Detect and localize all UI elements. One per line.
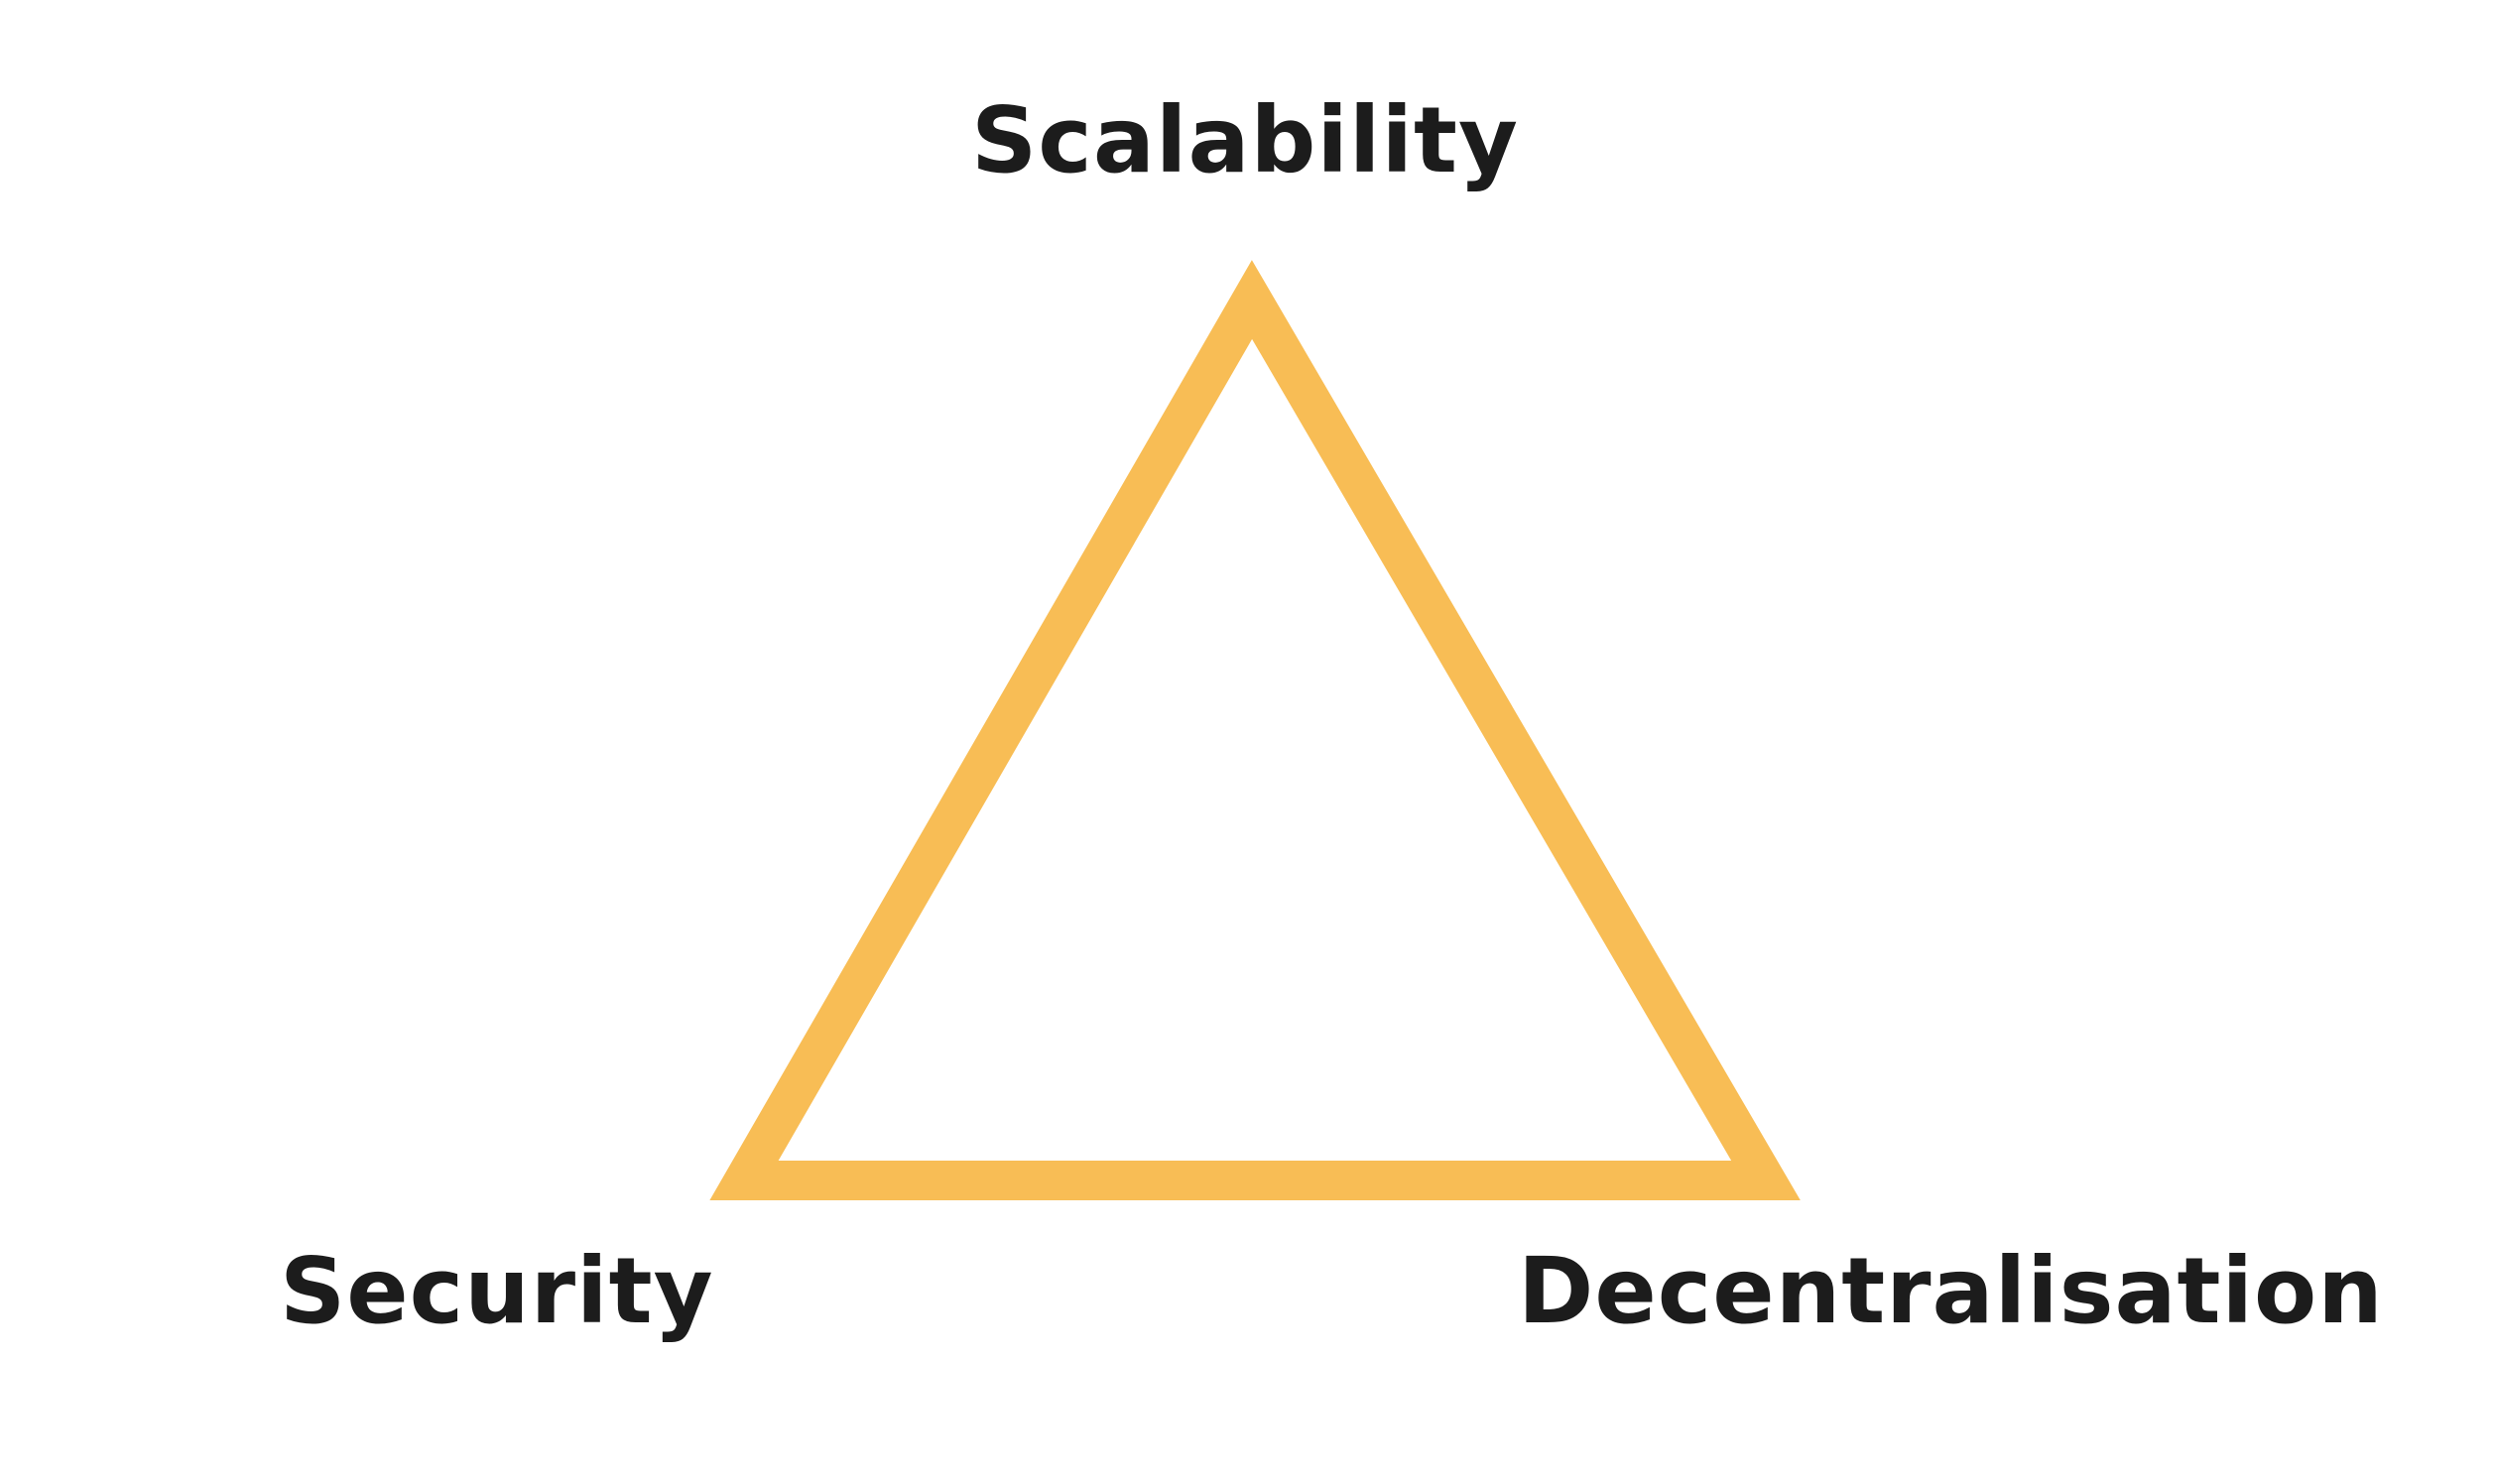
decentralisation-label: Decentralisation bbox=[1518, 1238, 2384, 1344]
trilemma-triangle bbox=[709, 260, 1801, 1200]
security-label: Security bbox=[280, 1238, 714, 1344]
scalability-label: Scalability bbox=[971, 87, 1519, 193]
